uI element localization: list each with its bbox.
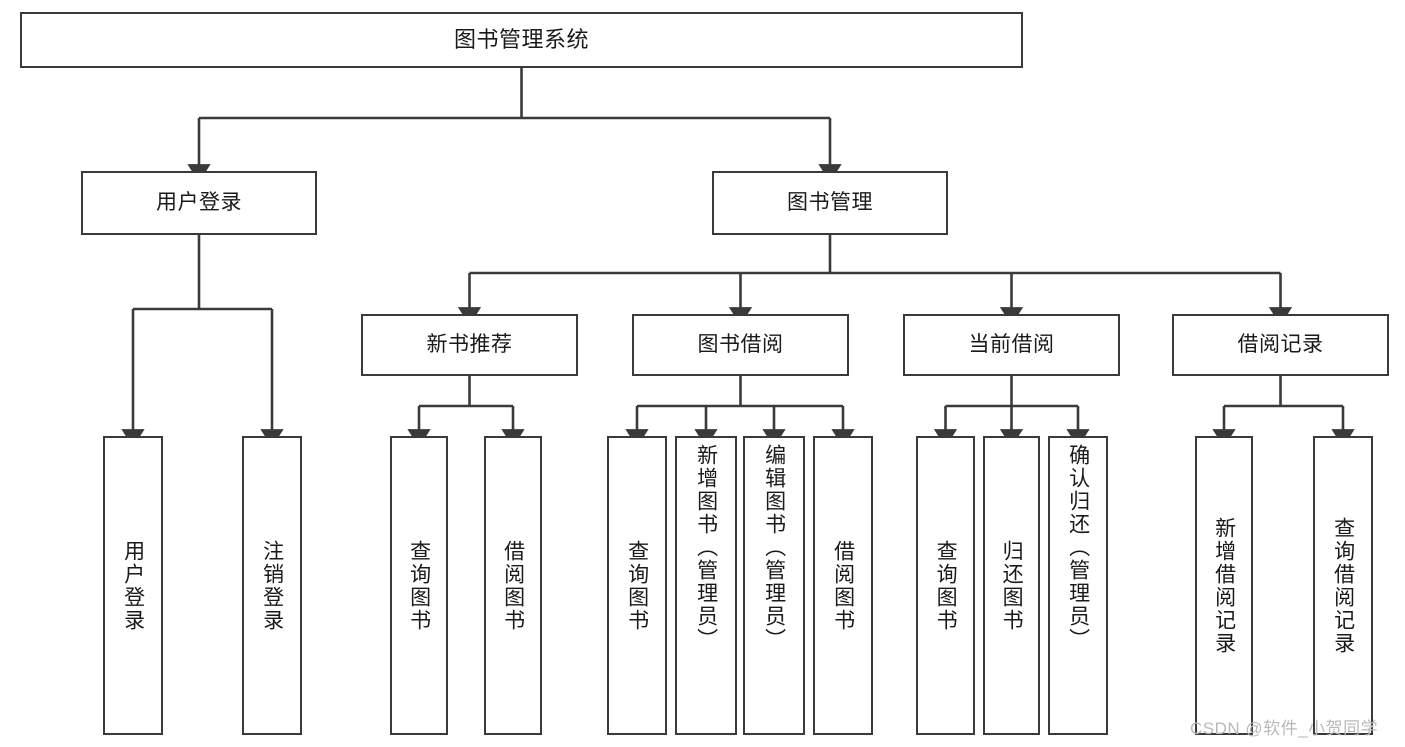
node-leaf-query-book-3: 查询图书 — [916, 436, 975, 735]
node-leaf-return-book: 归还图书 — [983, 436, 1040, 735]
node-new-book-recommend: 新书推荐 — [361, 314, 578, 376]
node-leaf-query-book-1: 查询图书 — [390, 436, 448, 735]
node-label-root: 图书管理系统 — [453, 26, 589, 52]
node-label-leaf-edit-book-admin: 编辑图书（管理员） — [762, 444, 786, 651]
node-leaf-add-book-admin: 新增图书（管理员） — [675, 436, 737, 735]
node-leaf-borrow-book-2: 借阅图书 — [813, 436, 873, 735]
node-label-book-manage: 图书管理 — [787, 191, 873, 215]
node-label-leaf-query-book-3: 查询图书 — [934, 539, 958, 632]
node-book-manage: 图书管理 — [712, 171, 948, 235]
node-label-leaf-add-book-admin: 新增图书（管理员） — [694, 444, 718, 651]
node-label-leaf-borrow-book-1: 借阅图书 — [501, 539, 525, 632]
node-label-user-login: 用户登录 — [156, 191, 242, 215]
watermark-text: CSDN @软件_小贺同学 — [1190, 719, 1379, 738]
node-label-leaf-confirm-return-admin: 确认归还（管理员） — [1066, 444, 1090, 651]
node-leaf-edit-book-admin: 编辑图书（管理员） — [743, 436, 805, 735]
node-label-leaf-query-borrow-record: 查询借阅记录 — [1331, 516, 1355, 655]
wire-group — [121, 68, 1355, 448]
node-label-leaf-add-borrow-record: 新增借阅记录 — [1212, 516, 1236, 655]
node-label-leaf-logout: 注销登录 — [260, 539, 284, 632]
node-label-borrow-record: 借阅记录 — [1237, 333, 1324, 357]
node-label-new-book-recommend: 新书推荐 — [426, 333, 513, 357]
node-current-borrow: 当前借阅 — [903, 314, 1120, 376]
node-leaf-query-borrow-record: 查询借阅记录 — [1313, 436, 1373, 735]
node-book-borrow: 图书借阅 — [632, 314, 849, 376]
node-leaf-confirm-return-admin: 确认归还（管理员） — [1048, 436, 1108, 735]
node-leaf-query-book-2: 查询图书 — [607, 436, 667, 735]
node-user-login: 用户登录 — [81, 171, 317, 235]
node-label-leaf-return-book: 归还图书 — [1000, 539, 1024, 632]
node-leaf-add-borrow-record: 新增借阅记录 — [1195, 436, 1253, 735]
node-leaf-user-login: 用户登录 — [103, 436, 163, 735]
node-leaf-borrow-book-1: 借阅图书 — [484, 436, 542, 735]
node-label-book-borrow: 图书借阅 — [697, 333, 784, 357]
node-label-current-borrow: 当前借阅 — [968, 333, 1055, 357]
node-root: 图书管理系统 — [20, 12, 1023, 68]
node-label-leaf-borrow-book-2: 借阅图书 — [831, 539, 855, 632]
node-leaf-logout: 注销登录 — [242, 436, 302, 735]
node-label-leaf-query-book-2: 查询图书 — [625, 539, 649, 632]
node-label-leaf-user-login: 用户登录 — [121, 539, 145, 632]
node-label-leaf-query-book-1: 查询图书 — [407, 539, 431, 632]
node-borrow-record: 借阅记录 — [1172, 314, 1389, 376]
